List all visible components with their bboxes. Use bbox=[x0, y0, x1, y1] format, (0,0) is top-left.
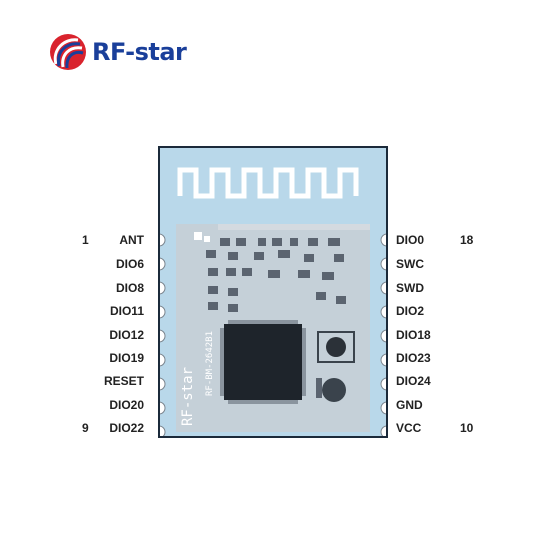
pin-number-18: 18 bbox=[460, 233, 474, 247]
pin-label-right-18: DIO0 bbox=[396, 233, 425, 247]
pin-number-1: 1 bbox=[82, 233, 89, 247]
silkscreen-brand: RF-star bbox=[180, 367, 196, 426]
pin-number-9: 9 bbox=[82, 421, 89, 435]
pin-label-left-1: ANT bbox=[119, 233, 144, 247]
pin-label-right-14: DIO18 bbox=[396, 328, 431, 342]
brand-name: RF-star bbox=[92, 38, 187, 66]
module-board: RF-star RF-BM-2642B1 bbox=[158, 146, 388, 438]
pin-label-left-4: DIO11 bbox=[109, 304, 144, 318]
pin-label-left-7: RESET bbox=[103, 374, 144, 388]
pin-label-right-11: GND bbox=[396, 398, 423, 412]
pin-number-10: 10 bbox=[460, 421, 474, 435]
pin-label-left-8: DIO20 bbox=[109, 398, 144, 412]
pin-label-right-13: DIO23 bbox=[396, 351, 431, 365]
pin-label-right-10: VCC bbox=[396, 421, 422, 435]
pin-label-left-6: DIO19 bbox=[109, 351, 144, 365]
rf-star-logo-icon bbox=[50, 34, 86, 70]
pin-label-right-12: DIO24 bbox=[396, 374, 431, 388]
silkscreen-model: RF-BM-2642B1 bbox=[205, 331, 215, 396]
pin-label-left-5: DIO12 bbox=[109, 328, 144, 342]
pin-label-right-15: DIO2 bbox=[396, 304, 425, 318]
pin-label-right-17: SWC bbox=[396, 257, 424, 271]
pin-label-right-16: SWD bbox=[396, 281, 424, 295]
pin-label-left-3: DIO8 bbox=[115, 281, 144, 295]
pin-label-left-2: DIO6 bbox=[115, 257, 144, 271]
pin-label-left-9: DIO22 bbox=[109, 421, 144, 435]
